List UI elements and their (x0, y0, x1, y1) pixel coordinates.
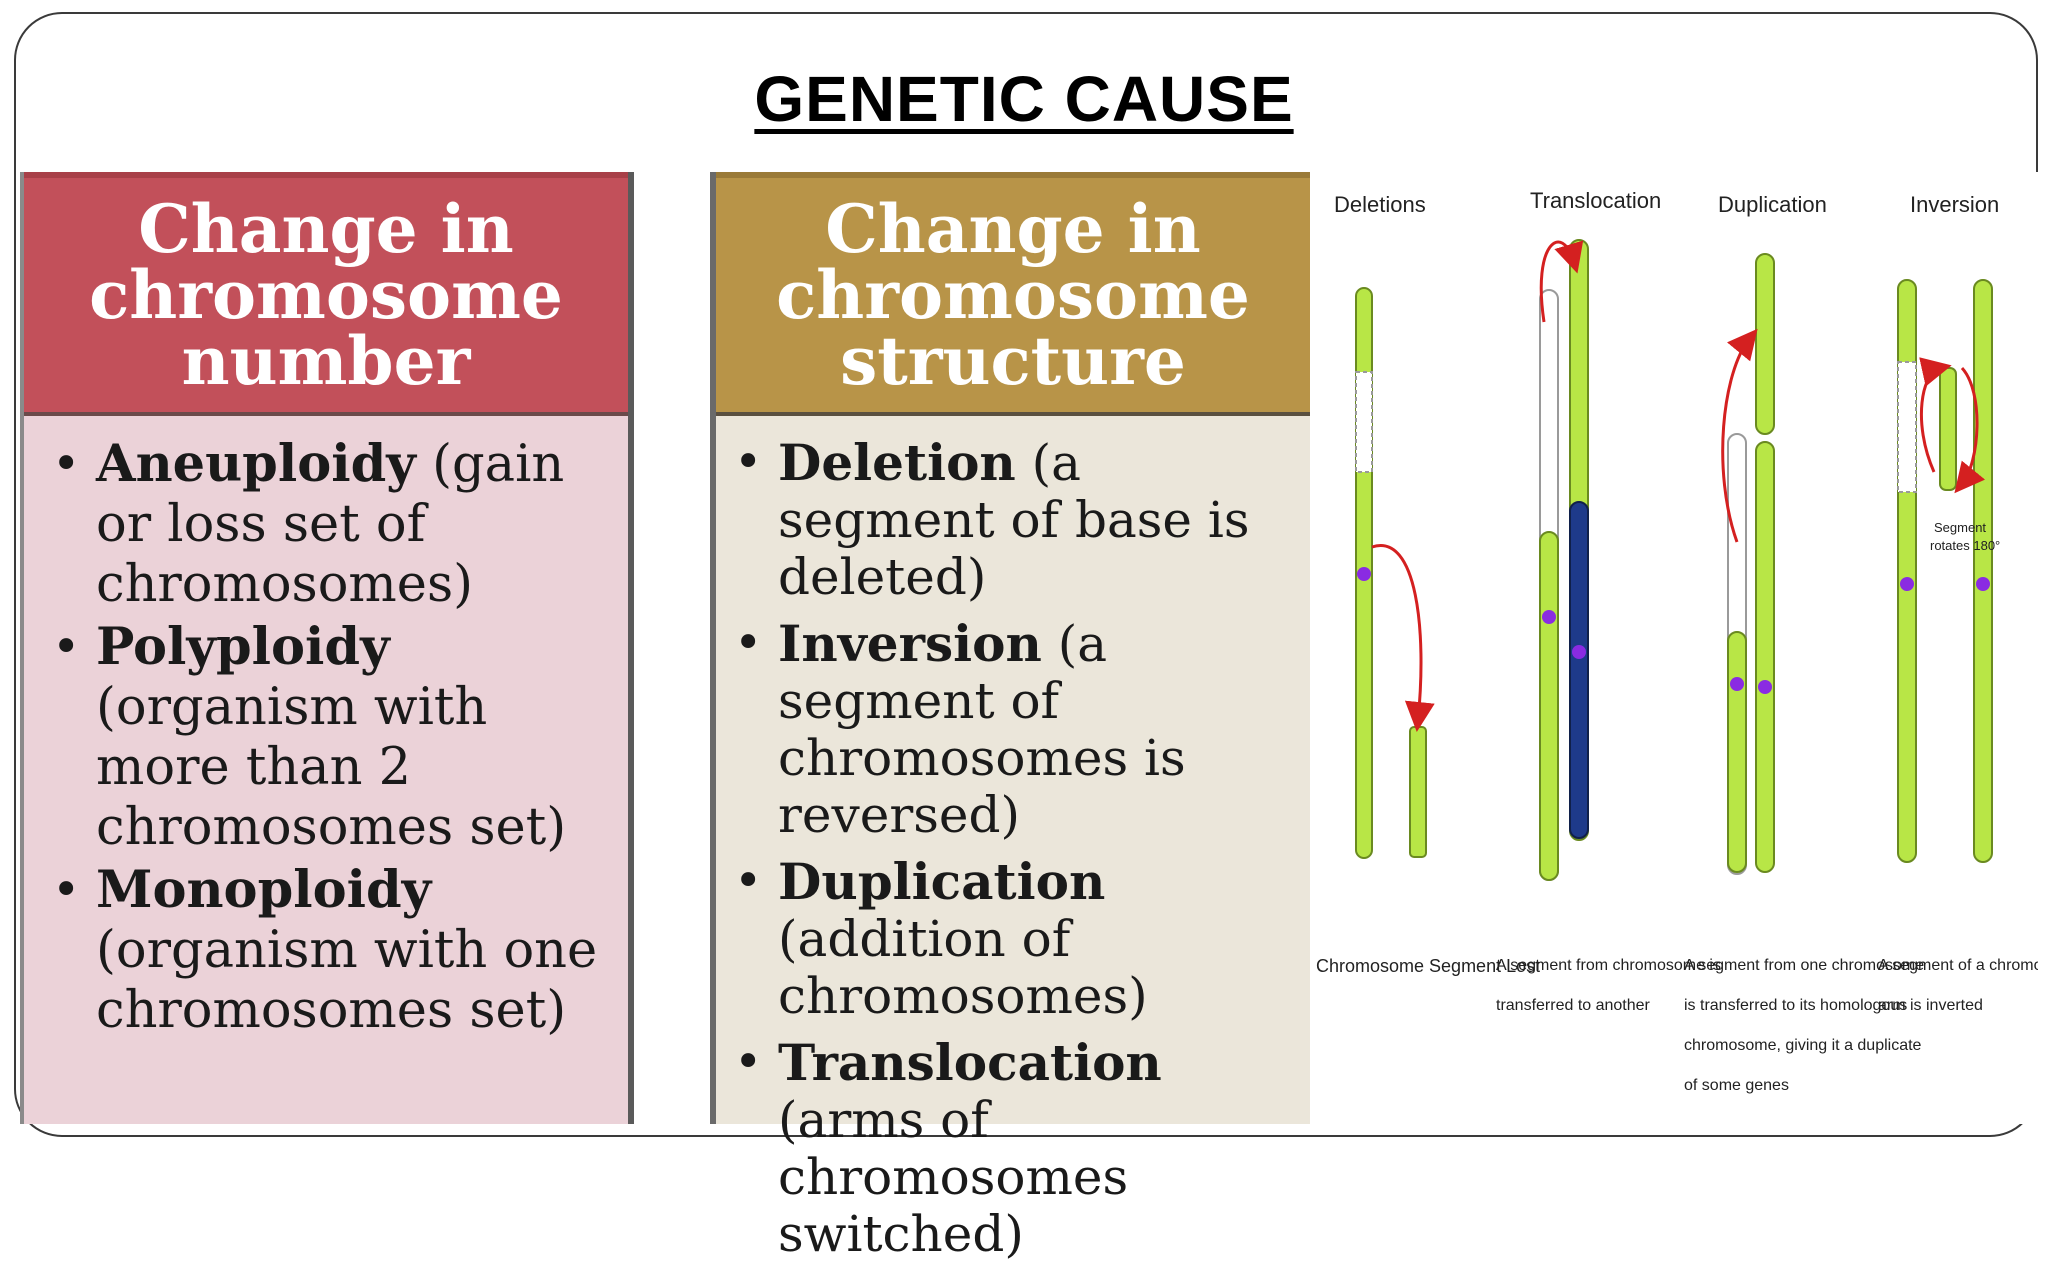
item-description: (a segment of base is deleted) (778, 434, 1250, 606)
item-description: (arms of chromosomes switched) (778, 1091, 1129, 1263)
diagram-svg: Deletions Translocation Duplication Inve… (1316, 188, 2038, 1094)
column-title: Duplication (1718, 192, 1827, 217)
inversion-note: rotates 180° (1930, 538, 2000, 553)
heading-line: number (181, 322, 471, 400)
chromosome-number-heading: Change in chromosome number (24, 172, 628, 416)
item-term: Inversion (778, 614, 1042, 673)
list-item: Translocation (arms of chromosomes switc… (716, 1034, 1306, 1263)
item-term: Monoploidy (96, 860, 432, 920)
inversion-note: Segment (1934, 520, 1986, 535)
heading-line: Change in (138, 190, 514, 268)
item-description: (gain or loss set of chromosomes) (96, 435, 565, 614)
item-description: (organism with one chromosomes set) (96, 921, 598, 1040)
column-caption: transferred to another (1496, 997, 1651, 1014)
column-caption: A segment from one chromosome (1684, 957, 1924, 974)
item-term: Duplication (778, 852, 1106, 911)
list-item: Polyploidy (organism with more than 2 ch… (34, 617, 624, 858)
item-term: Aneuploidy (96, 434, 416, 494)
list-item: Deletion (a segment of base is deleted) (716, 434, 1306, 606)
item-description: (addition of chromosomes) (778, 910, 1148, 1025)
heading-line: Change in (825, 190, 1201, 268)
heading-line: chromosome (89, 256, 563, 334)
column-title: Translocation (1530, 188, 1661, 213)
item-term: Translocation (778, 1033, 1162, 1092)
heading-line: chromosome (776, 256, 1250, 334)
column-title: Inversion (1910, 192, 1999, 217)
deletion-chromosome (1355, 287, 1435, 859)
item-description: (a segment of chromosomes is reversed) (778, 615, 1186, 844)
column-caption: A segment from chromosome is (1496, 957, 1721, 974)
column-caption: arm is inverted (1878, 997, 1983, 1014)
column-caption: is transferred to its homologous (1684, 997, 1907, 1014)
list-item: Inversion (a segment of chromosomes is r… (716, 615, 1306, 844)
column-caption: A segment of a chromosome (1878, 957, 2038, 974)
inversion-chromosomes: Segment rotates 180° (1897, 279, 2000, 863)
heading-line: structure (840, 322, 1186, 400)
item-description: (organism with more than 2 chromosomes s… (96, 678, 567, 857)
chromosome-structure-list: Deletion (a segment of base is deleted) … (716, 434, 1306, 1272)
list-item: Duplication (addition of chromosomes) (716, 853, 1306, 1025)
chromosome-number-list: Aneuploidy (gain or loss set of chromoso… (34, 434, 624, 1043)
item-term: Polyploidy (96, 617, 390, 677)
chromosome-structure-panel: Change in chromosome structure Deletion … (710, 172, 1310, 1263)
column-caption: Chromosome Segment Lost (1316, 956, 1540, 976)
column-caption: chromosome, giving it a duplicate (1684, 1037, 1922, 1054)
column-caption: of some genes (1684, 1077, 1789, 1094)
column-title: Deletions (1334, 192, 1426, 217)
slide-title: GENETIC CAUSE (754, 63, 1294, 135)
chromosome-mutation-diagram: Deletions Translocation Duplication Inve… (1312, 172, 2038, 1124)
translocation-chromosomes (1539, 239, 1589, 881)
list-item: Monoploidy (organism with one chromosome… (34, 860, 624, 1041)
item-term: Deletion (778, 433, 1016, 492)
chromosome-number-panel: Change in chromosome number Aneuploidy (… (20, 172, 634, 1124)
chromosome-structure-heading: Change in chromosome structure (716, 172, 1310, 416)
duplication-chromosomes (1721, 253, 1775, 875)
list-item: Aneuploidy (gain or loss set of chromoso… (34, 434, 624, 615)
